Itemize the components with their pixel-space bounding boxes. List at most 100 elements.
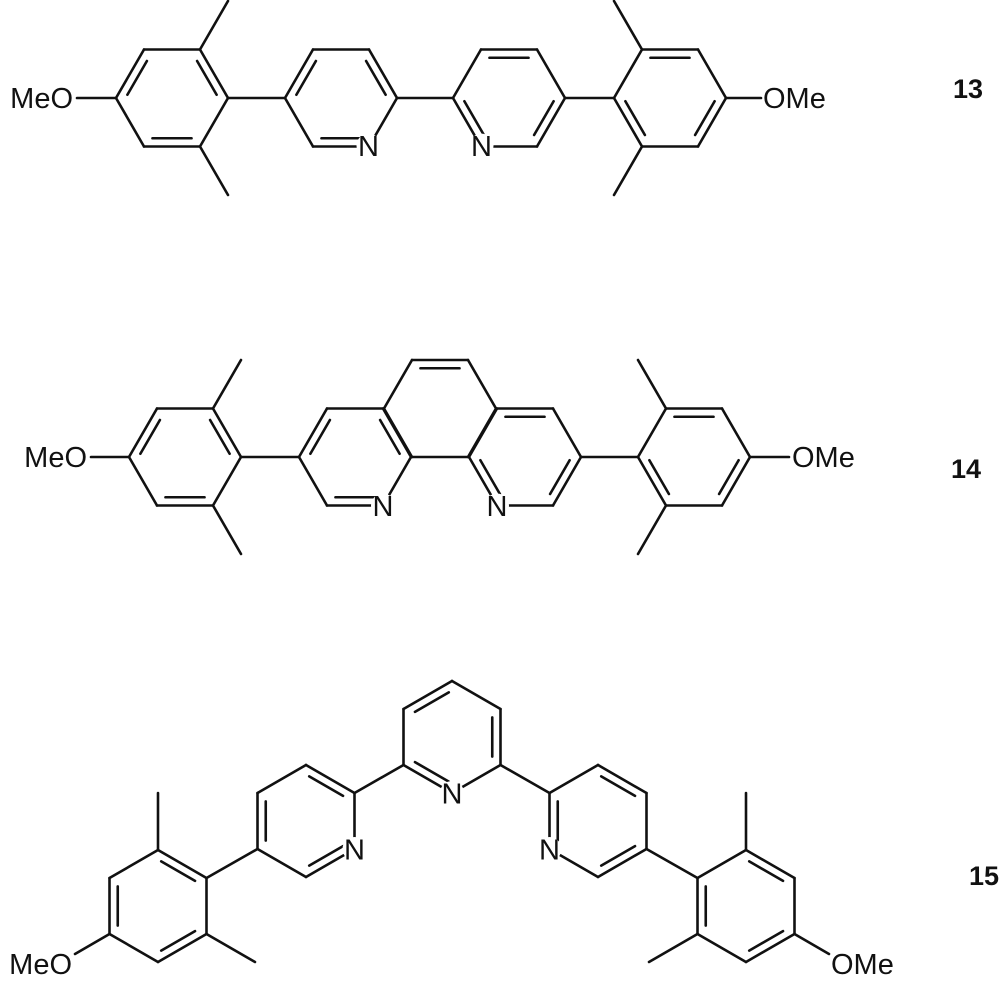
ring-bond (548, 763, 600, 795)
ring-bond (596, 847, 648, 879)
ring-bond (467, 407, 499, 459)
double-bond-inner (717, 458, 740, 496)
ring-bond (744, 848, 796, 880)
ring-bond (451, 48, 483, 100)
double-bond-inner (532, 99, 555, 137)
ring-bond (156, 848, 208, 880)
methoxy-bond (793, 932, 831, 956)
ring-bond (636, 407, 668, 459)
ring-bond (198, 48, 230, 100)
ring-bond (211, 407, 243, 459)
ring-bond (382, 407, 414, 459)
double-bond-inner (747, 860, 785, 883)
svg-text:N: N (358, 131, 379, 163)
methyl-bond (612, 145, 644, 197)
ring-bond (256, 763, 308, 795)
methoxy-label: MeO (9, 949, 72, 981)
double-bond-inner (159, 929, 197, 952)
nitrogen-atom: N (485, 491, 509, 523)
ring-bond (304, 763, 356, 795)
double-bond-inner (548, 458, 571, 496)
methoxy-label: OMe (792, 442, 855, 474)
compound-number: 14 (951, 454, 981, 484)
methyl-bond (198, 145, 230, 197)
ring-bond (696, 96, 728, 148)
svg-text:N: N (471, 131, 492, 163)
ring-bond (696, 848, 748, 880)
ring-bond (535, 96, 567, 148)
methyl-bond (211, 358, 243, 410)
double-bond-inner (159, 860, 197, 883)
svg-text:N: N (442, 779, 463, 811)
ring-bond (127, 455, 159, 507)
ring-bond (466, 358, 498, 410)
methoxy-label: MeO (10, 83, 73, 115)
compound-14: MeO OMe N N 14 (24, 442, 981, 523)
ring-bond (382, 358, 414, 410)
ring-bond (108, 848, 160, 880)
ring-bond (283, 48, 315, 100)
double-bond-inner (139, 418, 162, 456)
nitrogen-atom: N (342, 835, 367, 867)
double-bond-inner (413, 691, 451, 714)
ring-bond (551, 455, 583, 507)
nitrogen-atom: N (440, 779, 464, 811)
methyl-bond (636, 358, 668, 410)
biaryl-bond (499, 763, 551, 795)
double-bond-inner (463, 99, 486, 137)
biaryl-bond (645, 847, 699, 880)
svg-text:N: N (373, 491, 394, 523)
double-bond-inner (599, 775, 637, 798)
ring-bond (696, 48, 728, 100)
ring-bond (297, 407, 329, 459)
compound-13: MeO OMe N N 13 (10, 74, 983, 163)
ring-bond (636, 455, 668, 507)
bond-lines (73, 0, 831, 964)
double-bond-inner (195, 59, 218, 97)
double-bond-inner (307, 775, 345, 798)
ring-bond (744, 932, 796, 964)
methyl-bond (612, 0, 644, 51)
double-bond-inner (747, 929, 785, 952)
ring-bond (283, 96, 315, 148)
nitrogen-atom: N (371, 491, 395, 523)
double-bond-inner (479, 458, 502, 496)
double-bond-inner (413, 760, 451, 783)
ring-bond (612, 48, 644, 100)
compound-number: 13 (953, 74, 983, 104)
ring-bond (450, 679, 502, 711)
svg-text:N: N (539, 835, 560, 867)
nitrogen-atom: N (356, 131, 381, 163)
ring-bond (367, 48, 399, 100)
double-bond-inner (126, 59, 149, 97)
ring-bond (720, 407, 752, 459)
ring-bond (596, 763, 648, 795)
methoxy-label: OMe (831, 949, 894, 981)
ring-bond (696, 932, 748, 964)
methyl-bond (205, 932, 257, 964)
methyl-bond (211, 504, 243, 556)
ring-bond (127, 407, 159, 459)
double-bond-inner (378, 418, 401, 456)
methoxy-label: OMe (763, 83, 826, 115)
ring-bond (551, 407, 583, 459)
nitrogen-atom: N (537, 835, 562, 867)
methyl-bond (198, 0, 230, 51)
ring-bond (402, 679, 454, 711)
compound-15: MeO OMe N N N 15 (9, 779, 999, 982)
ring-bond (198, 96, 230, 148)
ring-bond (211, 455, 243, 507)
biaryl-bond (353, 763, 405, 795)
nitrogen-atom: N (469, 131, 494, 163)
methyl-bond (647, 932, 699, 964)
ring-bond (108, 932, 160, 964)
svg-text:N: N (344, 835, 365, 867)
double-bond-inner (295, 59, 318, 97)
ring-bond (114, 96, 146, 148)
double-bond-inner (693, 99, 716, 137)
double-bond-inner (208, 418, 231, 456)
ring-bond (535, 48, 567, 100)
double-bond-inner (364, 59, 387, 97)
methoxy-bond (73, 932, 111, 956)
